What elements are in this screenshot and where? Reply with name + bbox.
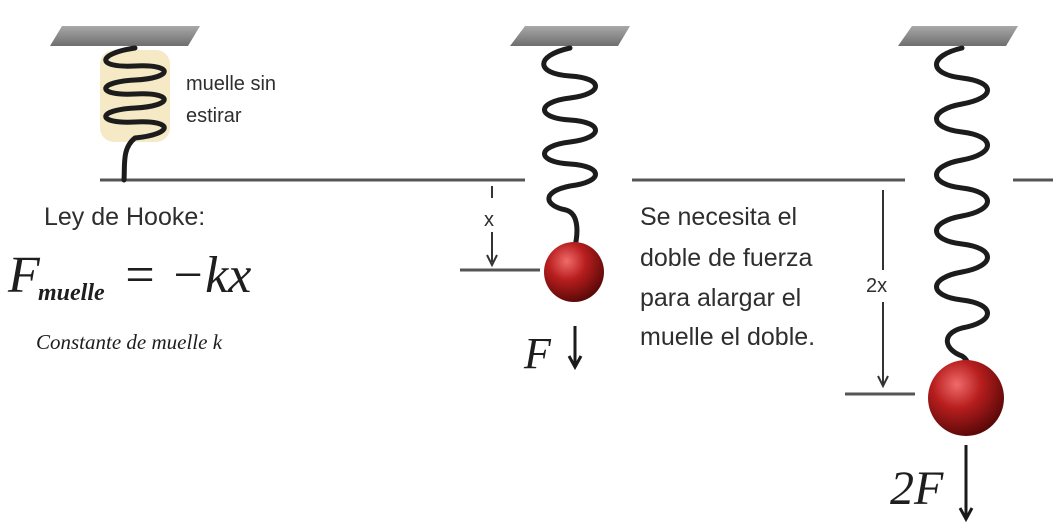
formula-subscript: muelle xyxy=(38,280,105,306)
spring-stretched-2x xyxy=(934,45,990,383)
x-label: x xyxy=(484,209,494,231)
force-arrow xyxy=(567,326,583,371)
ball-right xyxy=(928,360,1004,436)
double-force-arrow xyxy=(958,445,974,523)
explanation-line-1: Se necesita el xyxy=(640,203,797,231)
explanation-line-4: muelle el doble. xyxy=(640,323,815,351)
ceiling-plate-middle xyxy=(510,26,630,46)
ceiling-plate-left xyxy=(50,26,200,46)
law-title: Ley de Hooke: xyxy=(44,203,205,231)
force-label: F xyxy=(523,329,552,378)
double-force-label: 2F xyxy=(890,462,944,515)
two-x-label: 2x xyxy=(866,275,887,297)
explanation-line-3: para alargar el xyxy=(640,284,801,312)
unstretched-label-line-2: estirar xyxy=(186,105,242,127)
spring-stretched-x xyxy=(541,45,598,253)
x-displacement-marker xyxy=(460,186,540,272)
ball-middle xyxy=(544,242,604,302)
two-x-displacement-marker xyxy=(845,190,915,396)
formula-f: F xyxy=(7,247,41,304)
unstretched-label-line-1: muelle sin xyxy=(186,73,276,95)
constant-caption: Constante de muelle k xyxy=(36,330,223,354)
formula-rhs: = −kx xyxy=(122,247,251,304)
ceiling-plate-right xyxy=(898,26,1018,46)
explanation-line-2: doble de fuerza xyxy=(640,244,812,272)
spring-unstretched xyxy=(100,45,170,183)
